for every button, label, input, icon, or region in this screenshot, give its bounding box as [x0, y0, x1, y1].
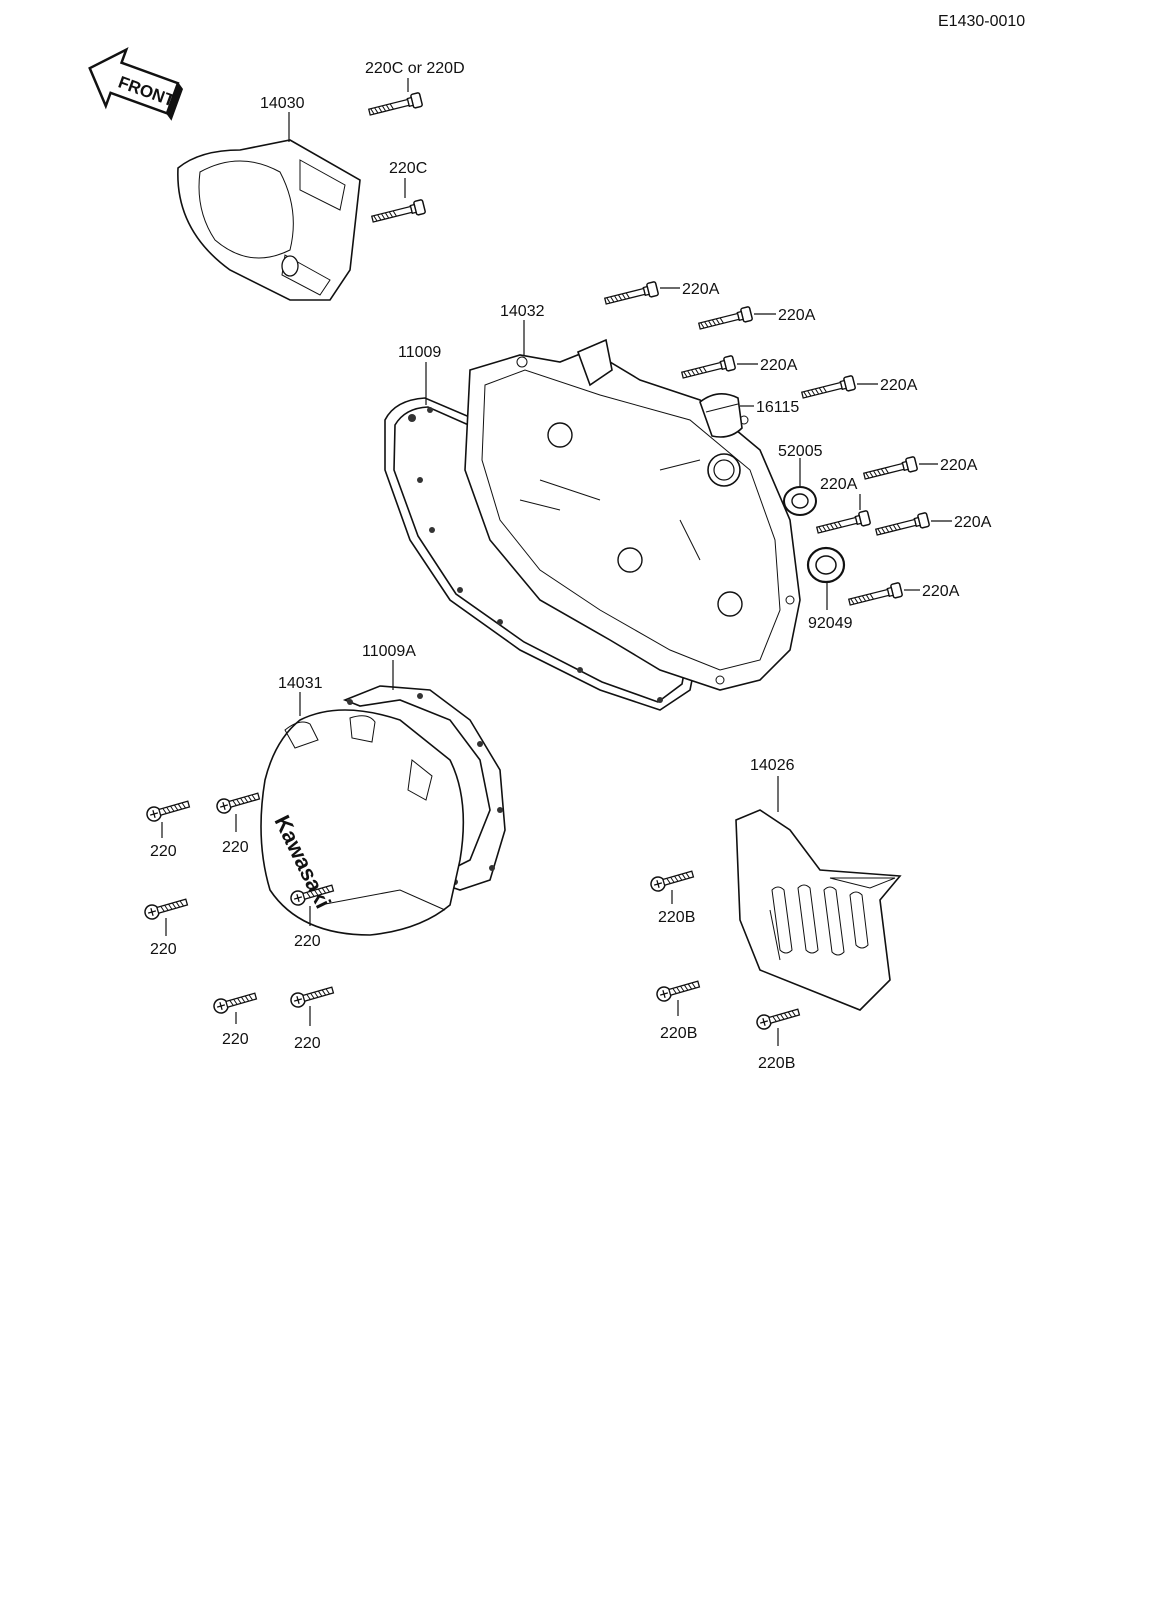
bolt-220a-4 — [800, 374, 857, 403]
part-14030-cover — [177, 139, 361, 301]
label-220-1: 220 — [150, 843, 177, 860]
part-92049-oil-seal — [806, 546, 846, 584]
label-220a-1: 220A — [682, 281, 720, 298]
screw-220b-2 — [654, 976, 702, 1004]
label-220a-6: 220A — [820, 476, 858, 493]
label-220a-3: 220A — [760, 357, 798, 374]
label-220b-3: 220B — [758, 1055, 795, 1072]
label-14030: 14030 — [260, 95, 305, 112]
label-11009a: 11009A — [362, 643, 416, 660]
label-220a-2: 220A — [778, 307, 816, 324]
label-14026: 14026 — [750, 757, 795, 774]
bolt-220a-2 — [697, 305, 754, 334]
label-220a-4: 220A — [880, 377, 918, 394]
label-220-3: 220 — [150, 941, 177, 958]
bolt-220c-or-d — [367, 91, 424, 120]
label-220c-or-220d: 220C or 220D — [365, 60, 465, 77]
label-220a-8: 220A — [922, 583, 960, 600]
screw-220-1 — [144, 796, 192, 824]
part-52005-seal — [783, 486, 817, 516]
screw-220-2 — [214, 788, 262, 816]
screw-220-3 — [142, 894, 190, 922]
label-14031: 14031 — [278, 675, 323, 692]
label-220c: 220C — [389, 160, 427, 177]
label-220a-5: 220A — [940, 457, 978, 474]
diagram-code: E1430-0010 — [938, 13, 1025, 30]
label-52005: 52005 — [778, 443, 823, 460]
label-220-6: 220 — [294, 1035, 321, 1052]
label-16115: 16115 — [756, 399, 799, 416]
part-16115-oil-cap — [699, 393, 743, 438]
label-220-2: 220 — [222, 839, 249, 856]
label-220-5: 220 — [222, 1031, 249, 1048]
bolt-220a-6 — [815, 509, 872, 538]
front-arrow-icon: FRONT — [88, 47, 184, 121]
bolt-220c — [370, 198, 427, 227]
part-14026-sprocket-cover — [735, 809, 902, 1011]
label-11009: 11009 — [398, 344, 441, 361]
label-92049: 92049 — [808, 615, 853, 632]
part-14032-crankcase-cover — [464, 338, 801, 691]
bolt-220a-8 — [847, 581, 904, 610]
label-220b-1: 220B — [658, 909, 695, 926]
label-14032: 14032 — [500, 303, 545, 320]
part-14031-clutch-cover: Kawasaki — [260, 709, 465, 936]
screw-220-6 — [288, 982, 336, 1010]
bolt-220a-3 — [680, 354, 737, 383]
bolt-220a-5 — [862, 455, 919, 484]
bolt-220a-7 — [874, 511, 931, 540]
screw-220b-1 — [648, 866, 696, 894]
label-220a-7: 220A — [954, 514, 992, 531]
label-220b-2: 220B — [660, 1025, 697, 1042]
label-220-4: 220 — [294, 933, 321, 950]
screw-220b-3 — [754, 1004, 802, 1032]
screw-220-5 — [211, 988, 259, 1016]
bolt-220a-1 — [603, 280, 660, 309]
